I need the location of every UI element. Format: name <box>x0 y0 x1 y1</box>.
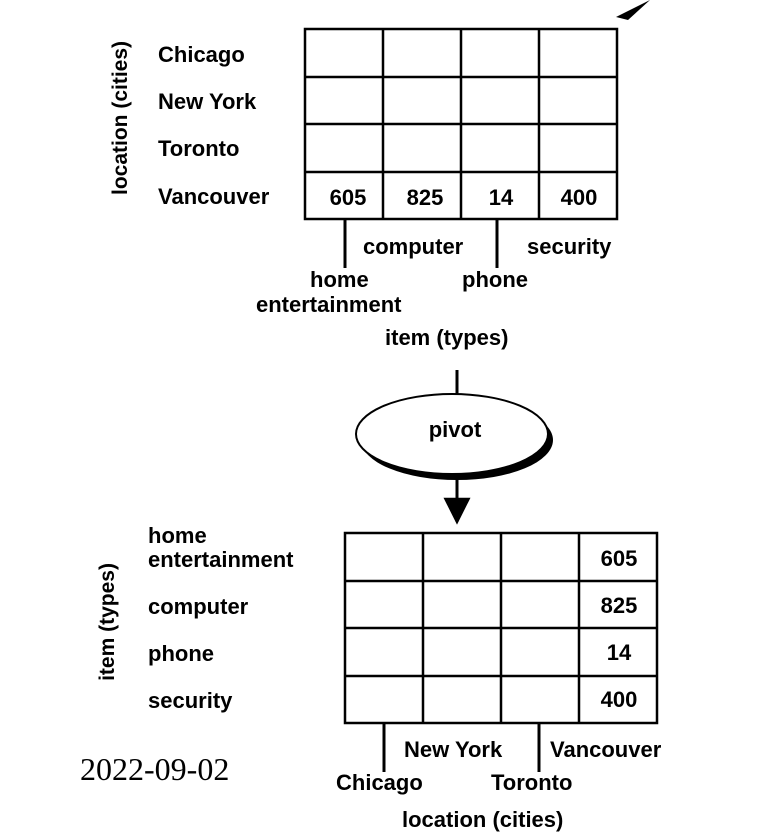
top-table-grid <box>303 27 619 221</box>
top-col-label-home: home <box>310 267 369 292</box>
bottom-row-label-phone: phone <box>148 641 214 666</box>
top-row-label-toronto: Toronto <box>158 136 239 161</box>
bottom-col-label-toronto: Toronto <box>491 770 572 795</box>
bottom-column-leaders <box>382 723 541 772</box>
bottom-cell-value: 825 <box>601 593 638 618</box>
bottom-row-label-computer: computer <box>148 594 249 619</box>
bottom-row-label-home: home <box>148 523 207 548</box>
top-col-label-entertainment: entertainment <box>256 292 402 317</box>
top-col-label-phone: phone <box>462 267 528 292</box>
top-row-label-vancouver: Vancouver <box>158 184 270 209</box>
pivot-ellipse <box>355 393 553 480</box>
bottom-cell-value: 400 <box>601 687 638 712</box>
top-row-axis-label: location (cities) <box>109 41 132 195</box>
bottom-cell-value: 14 <box>607 640 632 665</box>
top-col-axis-label: item (types) <box>385 325 508 350</box>
bottom-row-label-security: security <box>148 688 233 713</box>
top-row-label-new-york: New York <box>158 89 257 114</box>
pivot-label: pivot <box>429 417 482 442</box>
top-col-label-security: security <box>527 234 612 259</box>
top-col-label-computer: computer <box>363 234 464 259</box>
top-cell-value: 825 <box>407 185 444 210</box>
bottom-col-label-chicago: Chicago <box>336 770 423 795</box>
top-column-leaders <box>343 219 499 268</box>
top-row-label-chicago: Chicago <box>158 42 245 67</box>
bottom-col-axis-label: location (cities) <box>402 807 563 832</box>
bottom-row-label-entertainment: entertainment <box>148 547 294 572</box>
bottom-col-label-new-york: New York <box>404 737 503 762</box>
top-cell-value: 14 <box>489 185 514 210</box>
slide-date: 2022-09-02 <box>80 751 229 787</box>
bottom-cell-value: 605 <box>601 546 638 571</box>
bottom-col-label-vancouver: Vancouver <box>550 737 662 762</box>
bottom-table-grid <box>343 531 659 725</box>
top-cell-value: 400 <box>561 185 598 210</box>
incoming-arrow <box>616 0 650 20</box>
bottom-row-axis-label: item (types) <box>96 563 119 681</box>
top-cell-value: 605 <box>330 185 367 210</box>
